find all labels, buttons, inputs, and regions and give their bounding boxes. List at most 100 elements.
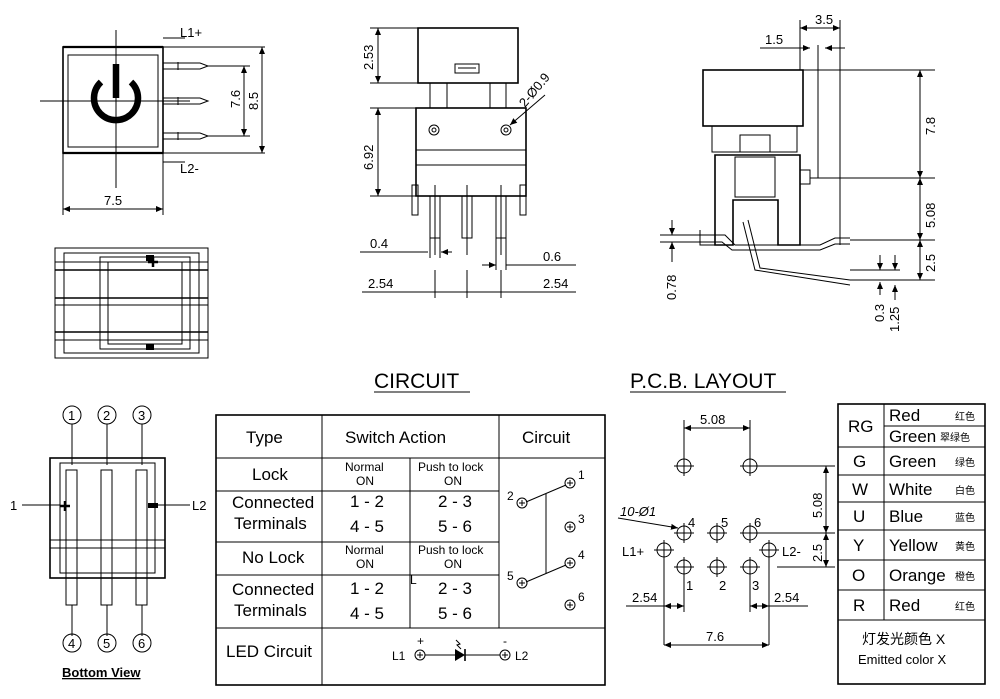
dim-right-25: 2.5	[923, 254, 938, 272]
header-circuit: Circuit	[522, 428, 570, 447]
stray-l: L	[410, 573, 417, 587]
bottom-pin-5: 5	[103, 636, 110, 651]
node-5: 5	[507, 569, 514, 583]
node-1: 1	[578, 468, 585, 482]
plan-view	[54, 247, 209, 359]
lock-pair-23: 2 - 3	[438, 492, 472, 511]
bottom-right-label: L2	[192, 498, 206, 513]
color-en-w: White	[889, 480, 932, 499]
pcb-dim-left-254: 2.54	[632, 590, 657, 605]
lock-connected: Connected	[232, 493, 314, 512]
lock-push-on: ON	[444, 474, 462, 488]
pcb-l2: L2-	[782, 544, 801, 559]
switch-schematic: 1 2 3 4 5 6	[507, 468, 585, 611]
bottom-pin-3: 3	[138, 408, 145, 423]
led-plus: +	[417, 634, 424, 648]
bottom-pin-2: 2	[103, 408, 110, 423]
color-code-rg: RG	[848, 417, 874, 436]
row-led-circuit: LED Circuit	[226, 642, 312, 661]
nolock-pair-56: 5 - 6	[438, 604, 472, 623]
nolock-terminals: Terminals	[234, 601, 307, 620]
dim-right-78: 7.8	[923, 117, 938, 135]
nolock-pair-23: 2 - 3	[438, 579, 472, 598]
color-cn-g: 绿色	[955, 456, 975, 469]
node-2: 2	[507, 489, 514, 503]
color-code-o: O	[852, 566, 865, 585]
bottom-pin-4: 4	[68, 636, 75, 651]
color-cn-rg-2: 翠绿色	[940, 431, 970, 444]
pcb-l1: L1+	[622, 544, 644, 559]
pcb-dim-76: 7.6	[706, 629, 724, 644]
dim-side-pitch-left: 2.54	[368, 276, 393, 291]
dim-right-078: 0.78	[664, 275, 679, 300]
node-3: 3	[578, 512, 585, 526]
led-minus: -	[503, 634, 507, 648]
color-cn-u: 蓝色	[955, 511, 975, 524]
dim-front-height: 8.5	[246, 92, 261, 110]
dim-right-125: 1.25	[887, 307, 902, 332]
color-en-y: Yellow	[889, 536, 938, 555]
color-en-g: Green	[889, 452, 936, 471]
circuit-section: CIRCUIT Type Switch Action Circuit Lock …	[215, 370, 606, 686]
color-footer-cn: 灯发光颜色 X	[862, 631, 946, 647]
dim-right-35: 3.5	[815, 12, 833, 27]
lock-normal-on: ON	[356, 474, 374, 488]
nolock-normal-on: ON	[356, 557, 374, 571]
circuit-heading: CIRCUIT	[374, 370, 459, 393]
color-en-o: Orange	[889, 566, 946, 585]
nolock-push-on: ON	[444, 557, 462, 571]
color-code-y: Y	[853, 536, 864, 555]
dim-side-body: 6.92	[361, 145, 376, 170]
dim-front-pin-span: 7.6	[228, 90, 243, 108]
pcb-pin-5: 5	[721, 515, 728, 530]
dim-side-cap: 2.53	[361, 45, 376, 70]
nolock-pair-45: 4 - 5	[350, 604, 384, 623]
pcb-heading: P.C.B. LAYOUT	[630, 370, 776, 393]
pcb-pin-1: 1	[686, 578, 693, 593]
color-code-u: U	[853, 507, 865, 526]
dim-side-pin-width: 0.4	[370, 236, 388, 251]
right-view: 3.5 1.5 7.8 5.08 2.5 0.78 0.3 1.25	[660, 12, 938, 332]
dim-right-03: 0.3	[872, 304, 887, 322]
dim-right-15: 1.5	[765, 32, 783, 47]
nolock-push: Push to lock	[418, 543, 484, 557]
pcb-dim-right-508: 5.08	[810, 493, 825, 518]
side-view: 2.53 6.92 2-Ø0.9 0.4 0.6 2.54 2.54	[360, 27, 576, 298]
nolock-pair-12: 1 - 2	[350, 579, 384, 598]
node-4: 4	[578, 548, 585, 562]
color-cn-y: 黄色	[955, 540, 975, 553]
pcb-pin-4: 4	[688, 515, 695, 530]
bottom-pin-6: 6	[138, 636, 145, 651]
color-cn-w: 白色	[955, 484, 975, 497]
dim-front-width: 7.5	[104, 193, 122, 208]
dim-side-pitch-right: 2.54	[543, 276, 568, 291]
pcb-layout: 5.08 5.08 2.5 10-Ø1 L1+ L2- 4 5 6 1 2 3	[617, 412, 835, 648]
led-l2: L2	[515, 649, 529, 663]
bottom-view: 1 2 3 1 L2 4 5 6 Bottom View	[10, 405, 206, 680]
lock-pair-12: 1 - 2	[350, 492, 384, 511]
color-cn-o: 橙色	[955, 570, 975, 583]
bottom-pin-1: 1	[68, 408, 75, 423]
lock-pair-45: 4 - 5	[350, 517, 384, 536]
pcb-pin-3: 3	[752, 578, 759, 593]
color-en-u: Blue	[889, 507, 923, 526]
node-6: 6	[578, 590, 585, 604]
pcb-pin-2: 2	[719, 578, 726, 593]
pcb-section: P.C.B. LAYOUT 5.08	[617, 370, 835, 648]
label-l2: L2-	[180, 161, 199, 176]
lock-pair-56: 5 - 6	[438, 517, 472, 536]
led-schematic: L1 + - L2	[392, 634, 529, 663]
color-en-r: Red	[889, 596, 920, 615]
color-cn-rg-1: 红色	[955, 410, 975, 423]
circuit-table: Type Switch Action Circuit Lock Normal O…	[215, 414, 606, 686]
row-lock: Lock	[252, 465, 288, 484]
nolock-connected: Connected	[232, 580, 314, 599]
color-table: RG Red 红色 Green 翠绿色 G Green 绿色 W White 白…	[837, 403, 986, 685]
header-type: Type	[246, 428, 283, 447]
color-code-g: G	[853, 452, 866, 471]
pcb-dim-right-25: 2.5	[810, 544, 825, 562]
bottom-view-caption: Bottom View	[62, 665, 141, 680]
pcb-dim-top: 5.08	[700, 412, 725, 427]
color-code-r: R	[853, 596, 865, 615]
